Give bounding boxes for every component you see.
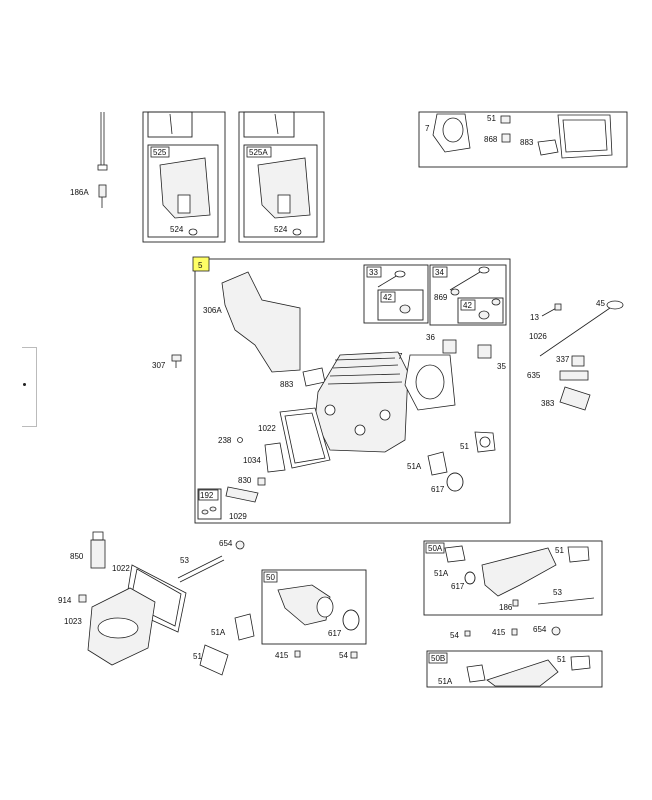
- valve-spring-35: [477, 344, 492, 359]
- top-left-parts: 186A 525 524 525A 524: [70, 111, 325, 243]
- label-883-top: 883: [520, 138, 534, 147]
- label-51Ad: 51A: [438, 677, 453, 686]
- label-238: 238: [218, 436, 232, 445]
- label-50B: 50B: [431, 654, 445, 663]
- label-51d: 51: [557, 655, 566, 664]
- label-914: 914: [58, 596, 72, 605]
- label-868: 868: [484, 135, 498, 144]
- label-186: 186: [499, 603, 513, 612]
- label-1023: 1023: [64, 617, 82, 626]
- label-1029: 1029: [229, 512, 247, 521]
- sealant-tube-850: [90, 539, 106, 569]
- label-1022b: 1022: [112, 564, 130, 573]
- label-13: 13: [530, 313, 539, 322]
- label-524a: 524: [170, 225, 184, 234]
- label-33: 33: [369, 268, 378, 277]
- label-337: 337: [556, 355, 570, 364]
- label-42b: 42: [463, 301, 472, 310]
- label-42a: 42: [383, 293, 392, 302]
- label-53b: 53: [553, 588, 562, 597]
- box-gasket-kit-top: [418, 111, 628, 168]
- label-51: 51: [460, 442, 469, 451]
- box-50A: [423, 540, 603, 616]
- label-383: 383: [541, 399, 555, 408]
- label-51A: 51A: [407, 462, 422, 471]
- label-869: 869: [434, 293, 448, 302]
- label-307: 307: [152, 361, 166, 370]
- label-654a: 654: [219, 539, 233, 548]
- bottom-left-parts: 850 1022 53 654 914 1023 50 617 51A 51: [58, 531, 367, 676]
- bottom-right-parts: 50A 51 51A 617 53 186 54 415 654 50B 51 …: [423, 540, 603, 688]
- label-50: 50: [266, 573, 275, 582]
- box-33: [363, 264, 429, 324]
- box-50: [261, 569, 367, 645]
- label-54a: 54: [339, 651, 348, 660]
- label-830: 830: [238, 476, 252, 485]
- shroud-306A: [221, 271, 301, 373]
- label-186A-top: 186A: [70, 188, 89, 197]
- label-415b: 415: [492, 628, 506, 637]
- label-53a: 53: [180, 556, 189, 565]
- label-635: 635: [527, 371, 541, 380]
- label-617b: 617: [328, 629, 342, 638]
- label-306A: 306A: [203, 306, 222, 315]
- label-617: 617: [431, 485, 445, 494]
- label-7: 7: [398, 352, 403, 361]
- label-525A: 525A: [249, 148, 268, 157]
- label-415a: 415: [275, 651, 289, 660]
- label-5-highlight: [192, 256, 210, 272]
- label-50A: 50A: [428, 544, 443, 553]
- label-192: 192: [200, 491, 214, 500]
- label-617c: 617: [451, 582, 465, 591]
- label-51Ab: 51A: [211, 628, 226, 637]
- box-34: [429, 264, 507, 326]
- label-34: 34: [435, 268, 444, 277]
- label-51b: 51: [193, 652, 202, 661]
- label-5: 5: [198, 261, 203, 270]
- top-right-parts: 7 51 868 883: [418, 111, 628, 168]
- label-51-top: 51: [487, 114, 496, 123]
- box-192: [197, 488, 222, 520]
- label-51Ac: 51A: [434, 569, 449, 578]
- cylinder-head-group: 5 33 42 34 869 42 306A 307 883: [152, 256, 511, 524]
- label-36: 36: [426, 333, 435, 342]
- label-35: 35: [497, 362, 506, 371]
- box-5: [194, 258, 511, 524]
- label-524b: 524: [274, 225, 288, 234]
- label-654b: 654: [533, 625, 547, 634]
- box-50B: [426, 650, 603, 688]
- side-scroll-tab[interactable]: [22, 347, 37, 427]
- valve-spring-36: [442, 339, 457, 354]
- label-54b: 54: [450, 631, 459, 640]
- label-883: 883: [280, 380, 294, 389]
- label-45: 45: [596, 299, 605, 308]
- label-1026: 1026: [529, 332, 547, 341]
- right-side-parts: 13 45 1026 337 635 383: [527, 299, 624, 411]
- label-525: 525: [153, 148, 167, 157]
- side-tab-dot: [23, 383, 26, 386]
- label-1022a: 1022: [258, 424, 276, 433]
- label-850: 850: [70, 552, 84, 561]
- label-51c: 51: [555, 546, 564, 555]
- label-7-top: 7: [425, 124, 430, 133]
- label-1034: 1034: [243, 456, 261, 465]
